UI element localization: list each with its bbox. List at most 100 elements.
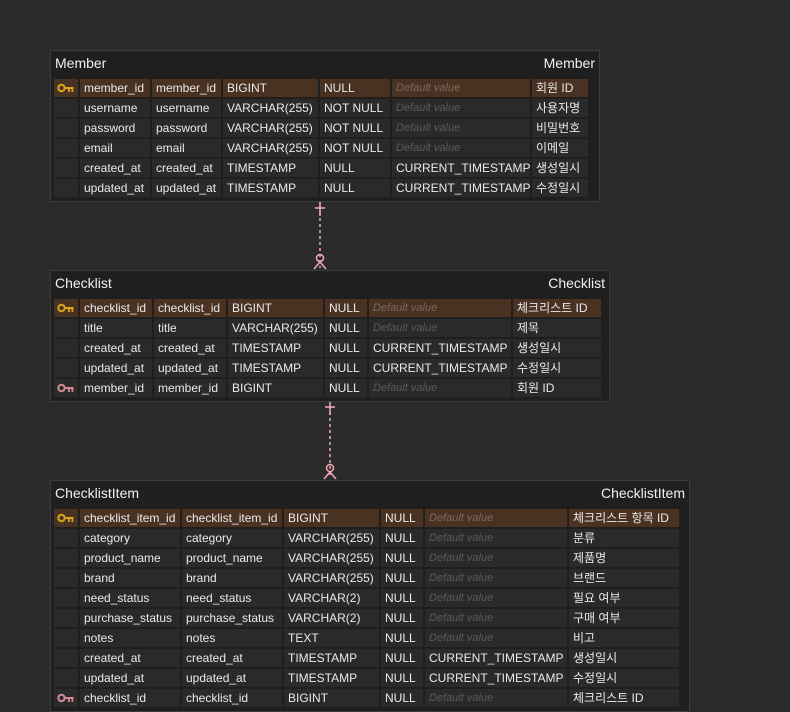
data-type[interactable]: VARCHAR(255) xyxy=(284,549,379,567)
comment[interactable]: 이메일 xyxy=(532,139,588,157)
comment[interactable]: 수정일시 xyxy=(532,179,588,197)
physical-name[interactable]: checklist_id xyxy=(154,299,226,317)
physical-name[interactable]: updated_at xyxy=(154,359,226,377)
column-name[interactable]: purchase_status xyxy=(80,609,180,627)
comment[interactable]: 회원 ID xyxy=(513,379,601,397)
nullable[interactable]: NULL xyxy=(381,569,423,587)
default-value[interactable]: Default value xyxy=(392,139,530,157)
physical-name[interactable]: username xyxy=(152,99,221,117)
default-value[interactable]: Default value xyxy=(425,529,567,547)
physical-name[interactable]: notes xyxy=(182,629,282,647)
comment[interactable]: 체크리스트 항목 ID xyxy=(569,509,679,527)
default-value[interactable]: Default value xyxy=(369,319,511,337)
physical-name[interactable]: password xyxy=(152,119,221,137)
default-value[interactable]: Default value xyxy=(392,119,530,137)
data-type[interactable]: VARCHAR(255) xyxy=(223,139,318,157)
column-name[interactable]: updated_at xyxy=(80,179,150,197)
data-type[interactable]: VARCHAR(2) xyxy=(284,589,379,607)
column-name[interactable]: title xyxy=(80,319,152,337)
nullable[interactable]: NULL xyxy=(381,649,423,667)
column-name[interactable]: checklist_id xyxy=(80,689,180,707)
physical-name[interactable]: updated_at xyxy=(182,669,282,687)
comment[interactable]: 회원 ID xyxy=(532,79,588,97)
table-checklistitem[interactable]: ChecklistItem ChecklistItem checklist_it… xyxy=(50,480,690,712)
nullable[interactable]: NULL xyxy=(381,589,423,607)
table-header[interactable]: Checklist Checklist xyxy=(51,271,609,293)
data-type[interactable]: TIMESTAMP xyxy=(223,159,318,177)
physical-name[interactable]: created_at xyxy=(154,339,226,357)
relation-member-checklist[interactable] xyxy=(313,200,327,270)
comment[interactable]: 체크리스트 ID xyxy=(569,689,679,707)
relation-checklist-checklistitem[interactable] xyxy=(323,400,337,480)
data-type[interactable]: VARCHAR(2) xyxy=(284,609,379,627)
column-name[interactable]: username xyxy=(80,99,150,117)
physical-name[interactable]: updated_at xyxy=(152,179,221,197)
data-type[interactable]: VARCHAR(255) xyxy=(284,569,379,587)
comment[interactable]: 비밀번호 xyxy=(532,119,588,137)
data-type[interactable]: TIMESTAMP xyxy=(284,669,379,687)
column-name[interactable]: created_at xyxy=(80,339,152,357)
comment[interactable]: 브랜드 xyxy=(569,569,679,587)
default-value[interactable]: Default value xyxy=(425,629,567,647)
default-value[interactable]: CURRENT_TIMESTAMP xyxy=(369,339,511,357)
comment[interactable]: 비고 xyxy=(569,629,679,647)
nullable[interactable]: NULL xyxy=(325,339,367,357)
nullable[interactable]: NULL xyxy=(325,299,367,317)
comment[interactable]: 체크리스트 ID xyxy=(513,299,601,317)
nullable[interactable]: NULL xyxy=(381,629,423,647)
nullable[interactable]: NULL xyxy=(381,689,423,707)
default-value[interactable]: Default value xyxy=(392,79,530,97)
default-value[interactable]: Default value xyxy=(425,549,567,567)
column-name[interactable]: member_id xyxy=(80,79,150,97)
default-value[interactable]: Default value xyxy=(425,569,567,587)
data-type[interactable]: TIMESTAMP xyxy=(284,649,379,667)
data-type[interactable]: BIGINT xyxy=(223,79,318,97)
data-type[interactable]: TIMESTAMP xyxy=(228,359,323,377)
table-header[interactable]: Member Member xyxy=(51,51,599,73)
data-type[interactable]: BIGINT xyxy=(228,379,323,397)
comment[interactable]: 필요 여부 xyxy=(569,589,679,607)
nullable[interactable]: NULL xyxy=(381,529,423,547)
nullable[interactable]: NULL xyxy=(381,509,423,527)
default-value[interactable]: Default value xyxy=(425,609,567,627)
column-name[interactable]: member_id xyxy=(80,379,152,397)
column-name[interactable]: created_at xyxy=(80,649,180,667)
comment[interactable]: 사용자명 xyxy=(532,99,588,117)
nullable[interactable]: NULL xyxy=(325,359,367,377)
nullable[interactable]: NULL xyxy=(381,549,423,567)
data-type[interactable]: BIGINT xyxy=(228,299,323,317)
physical-name[interactable]: member_id xyxy=(154,379,226,397)
data-type[interactable]: BIGINT xyxy=(284,689,379,707)
nullable[interactable]: NULL xyxy=(325,319,367,337)
nullable[interactable]: NULL xyxy=(320,179,390,197)
physical-name[interactable]: created_at xyxy=(152,159,221,177)
comment[interactable]: 구매 여부 xyxy=(569,609,679,627)
default-value[interactable]: CURRENT_TIMESTAMP xyxy=(392,179,530,197)
nullable[interactable]: NOT NULL xyxy=(320,119,390,137)
default-value[interactable]: Default value xyxy=(369,299,511,317)
column-name[interactable]: password xyxy=(80,119,150,137)
default-value[interactable]: CURRENT_TIMESTAMP xyxy=(425,669,567,687)
physical-name[interactable]: category xyxy=(182,529,282,547)
comment[interactable]: 생성일시 xyxy=(569,649,679,667)
physical-name[interactable]: need_status xyxy=(182,589,282,607)
physical-name[interactable]: created_at xyxy=(182,649,282,667)
